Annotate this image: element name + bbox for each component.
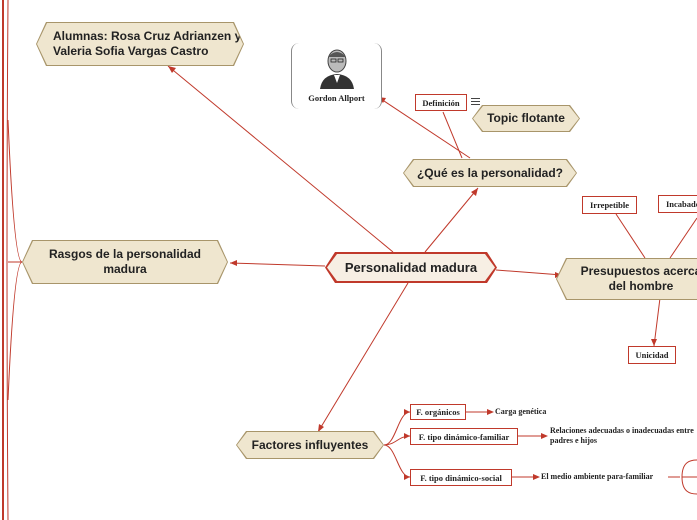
topic-flotante-body: Topic flotante xyxy=(473,106,579,131)
topic-flotante[interactable]: Topic flotante xyxy=(472,105,580,132)
rasgos-topic[interactable]: Rasgos de la personalidad madura xyxy=(22,240,228,284)
f-dinamico-familiar-label: F. tipo dinámico-familiar xyxy=(418,431,510,442)
f-dinamico-familiar-topic[interactable]: F. tipo dinámico-familiar xyxy=(410,428,518,445)
unicidad-topic[interactable]: Unicidad xyxy=(628,346,676,364)
f-dinamico-social-topic[interactable]: F. tipo dinámico-social xyxy=(410,469,512,486)
medio-ambiente-label[interactable]: El medio ambiente para-familiar xyxy=(541,472,654,481)
rasgos-topic-body: Rasgos de la personalidad madura xyxy=(23,241,227,283)
presupuestos-topic[interactable]: Presupuestos acerca del hombre xyxy=(556,258,697,300)
authors-topic-body: Alumnas: Rosa Cruz Adrianzen y Valeria S… xyxy=(37,23,243,65)
factores-topic[interactable]: Factores influyentes xyxy=(236,431,384,459)
que-es-label: ¿Qué es la personalidad? xyxy=(416,165,564,180)
que-es-topic-body: ¿Qué es la personalidad? xyxy=(404,160,576,186)
portrait-card[interactable]: Gordon Allport xyxy=(291,43,382,109)
central-label: Personalidad madura xyxy=(344,260,478,275)
authors-label: Alumnas: Rosa Cruz Adrianzen y Valeria S… xyxy=(53,29,242,58)
factores-label: Factores influyentes xyxy=(251,437,369,452)
que-es-topic[interactable]: ¿Qué es la personalidad? xyxy=(403,159,577,187)
topic-flotante-label: Topic flotante xyxy=(487,111,565,125)
irrepetible-label: Irrepetible xyxy=(589,200,630,210)
irrepetible-topic[interactable]: Irrepetible xyxy=(582,196,637,214)
incabado-label: Incabado xyxy=(666,199,697,209)
central-topic-body: Personalidad madura xyxy=(327,254,495,281)
f-organicos-label: F. orgánicos xyxy=(416,407,460,417)
notes-icon[interactable] xyxy=(471,97,480,106)
portrait-caption: Gordon Allport xyxy=(308,93,365,103)
central-topic[interactable]: Personalidad madura xyxy=(325,252,497,283)
authors-topic[interactable]: Alumnas: Rosa Cruz Adrianzen y Valeria S… xyxy=(36,22,244,66)
relaciones-label[interactable]: Relaciones adecuadas o inadecuadas entre… xyxy=(550,426,694,445)
f-dinamico-social-label: F. tipo dinámico-social xyxy=(420,472,502,483)
definicion-topic[interactable]: Definición xyxy=(415,94,467,111)
unicidad-label: Unicidad xyxy=(635,350,669,360)
carga-genetica-label[interactable]: Carga genética xyxy=(495,407,547,416)
definicion-label: Definición xyxy=(422,97,460,108)
presupuestos-label: Presupuestos acerca del hombre xyxy=(580,264,697,293)
presupuestos-topic-body: Presupuestos acerca del hombre xyxy=(557,259,697,299)
factores-topic-body: Factores influyentes xyxy=(237,432,383,458)
incabado-topic[interactable]: Incabado xyxy=(658,195,697,213)
rasgos-label: Rasgos de la personalidad madura xyxy=(48,247,202,276)
f-organicos-topic[interactable]: F. orgánicos xyxy=(410,404,466,420)
portrait-image xyxy=(320,49,354,89)
